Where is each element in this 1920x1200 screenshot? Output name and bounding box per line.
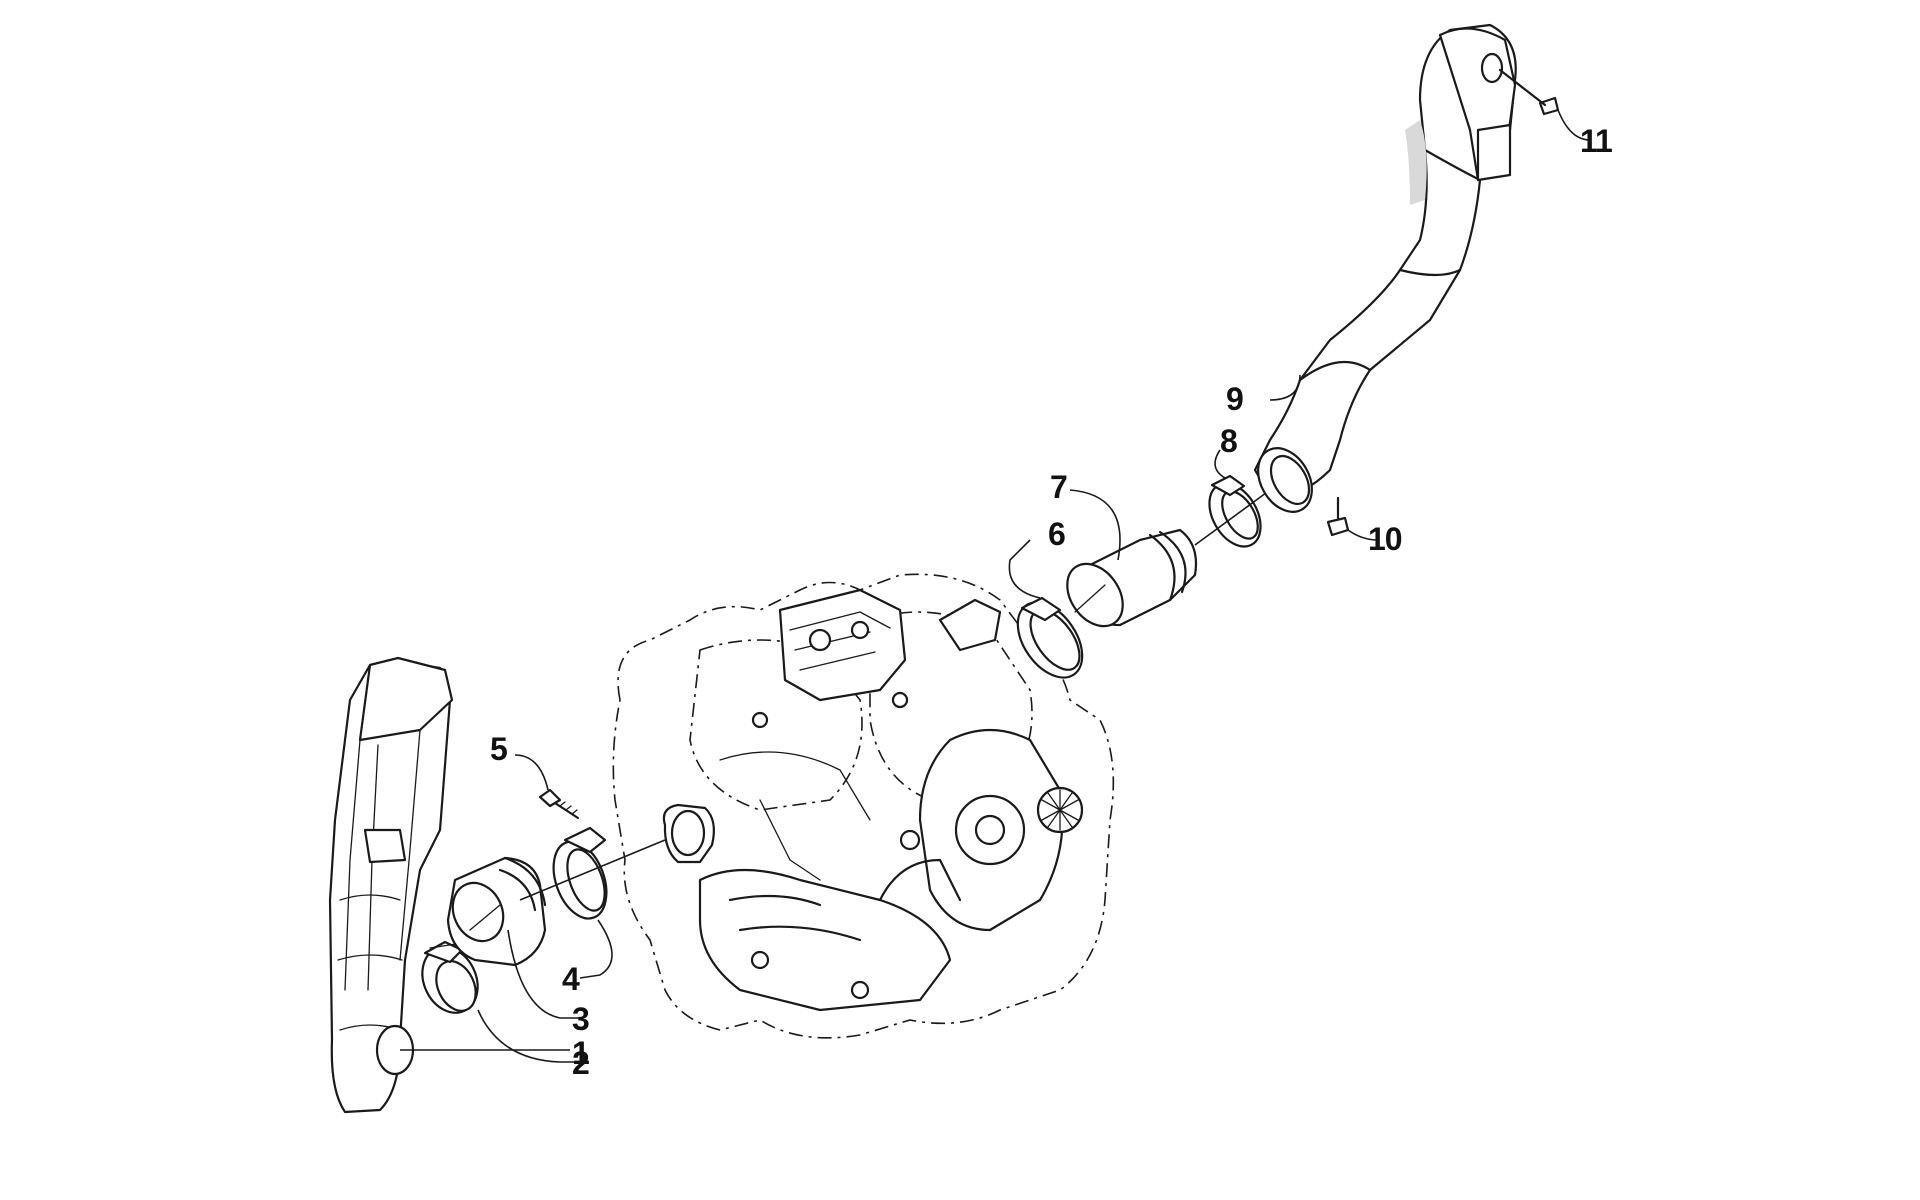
callout-11: 11 [1580,123,1612,159]
callout-10: 10 [1368,521,1402,557]
part-4-clamp [552,826,608,920]
callout-6: 6 [1048,516,1065,552]
leader-10 [1347,529,1379,541]
callout-7: 7 [1050,469,1067,505]
part-6-clamp [1016,596,1084,679]
part-11-rivet [1498,68,1560,116]
part-3-boot [446,856,547,967]
part-2-clamp [421,940,479,1014]
callout-5: 5 [490,731,507,767]
callout-1: 1 [572,1035,589,1071]
callout-2: 2 [572,1045,589,1081]
part-7-boot [1066,528,1198,628]
callout-3: 3 [572,1001,589,1037]
leader-4 [579,919,613,979]
engine-assembly [612,573,1115,1039]
leader-8 [1214,449,1226,479]
part-1-intake-duct [328,656,454,1114]
leader-5 [514,754,549,791]
callout-4: 4 [562,961,580,997]
part-9-intake-pipe [1253,23,1517,513]
leader-9 [1269,374,1301,401]
leader-3 [507,929,580,1019]
leader-6 [1008,539,1041,599]
part-10-rivet [1326,496,1350,537]
leader-11 [1557,109,1591,141]
leader-2 [477,1009,580,1063]
vent-fan [1036,786,1084,834]
callout-8: 8 [1220,423,1237,459]
center-line-left [519,839,666,901]
callout-9: 9 [1226,381,1243,417]
part-5-screw [538,788,580,820]
center-line-right [1194,489,1271,546]
leader-7 [1069,489,1121,561]
